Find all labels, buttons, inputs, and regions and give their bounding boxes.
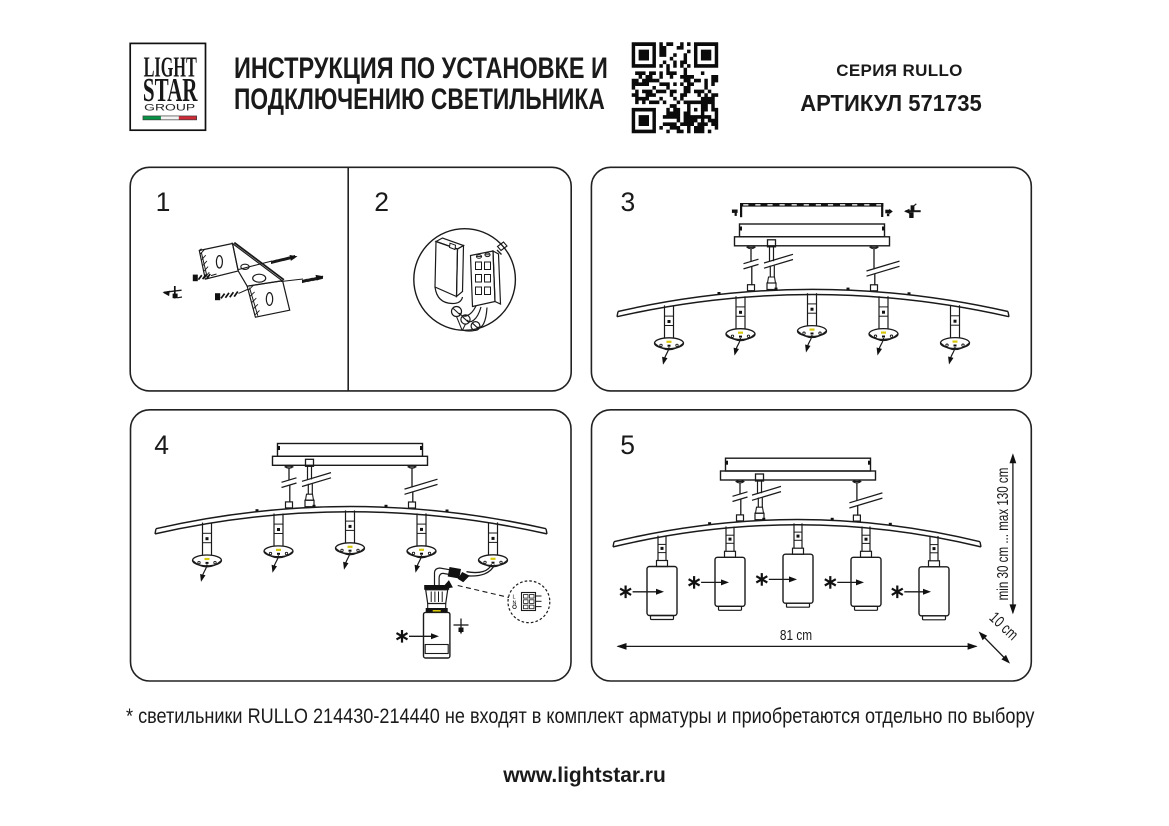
svg-text:L: L xyxy=(513,595,516,601)
svg-text:STAR: STAR xyxy=(143,72,198,109)
svg-text:N: N xyxy=(513,601,517,607)
svg-text:LIGHT: LIGHT xyxy=(144,52,197,83)
svg-text:GROUP: GROUP xyxy=(144,102,195,113)
